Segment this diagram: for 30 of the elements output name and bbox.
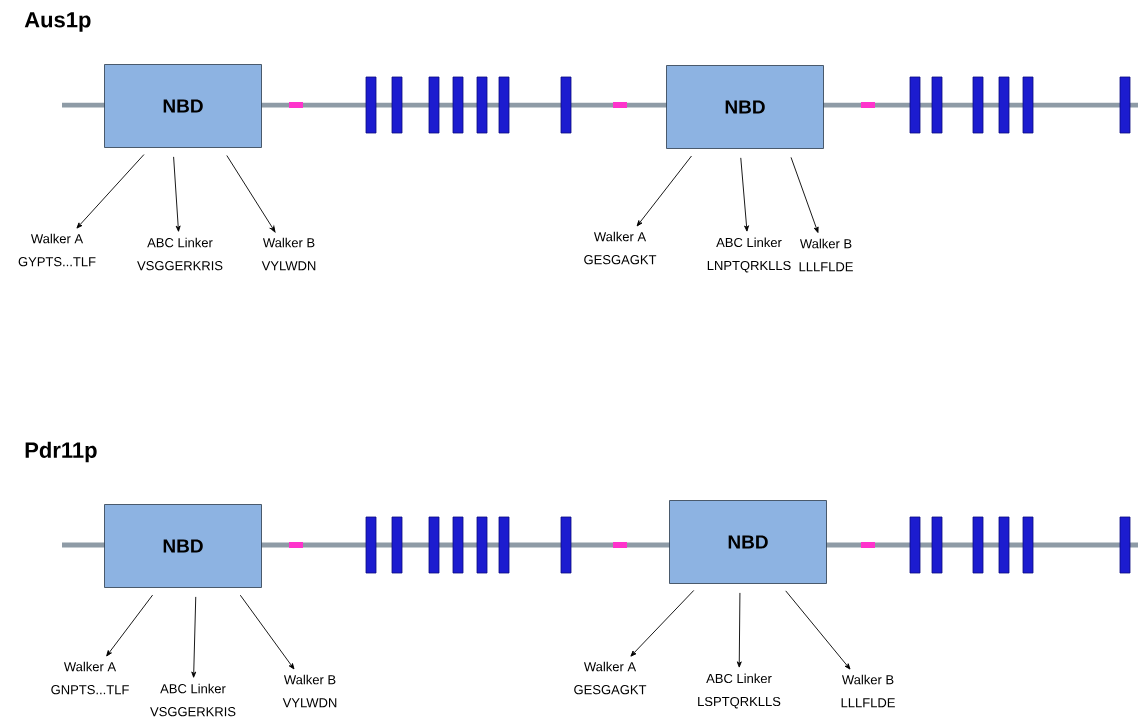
motif-label: ABC Linker VSGGERKRIS [150,683,236,717]
motif-label: Walker B VYLWDN [282,674,337,708]
arrow [173,156,181,232]
arrow [630,589,695,657]
motif-label: Walker B LLLFLDE [799,238,853,272]
motif-label: Walker A GYPTS...TLF [18,233,96,267]
domain-box: NBD [104,504,262,588]
motif-label: ABC Linker LSPTQRKLLS [698,673,781,709]
motif-label: Walker A GESGAGKT [574,661,647,695]
arrow [226,155,276,233]
panel-title: Pdr11p [25,441,97,463]
domain-box: NBD [666,65,824,149]
motif-label: Walker A GNPTS...TLF [51,661,129,695]
motif-label: ABC Linker LNPTQRKLLS [707,237,791,273]
motif-label: Walker B LLLFLDE [841,674,895,708]
arrow [76,154,145,229]
panel-title: Aus1p [24,12,91,32]
motif-label: Walker A GESGAGKT [584,231,657,265]
arrow [636,155,692,227]
arrow [191,596,197,678]
domain-box: NBD [104,64,262,148]
domain-box: NBD [669,500,827,584]
arrow [785,590,851,670]
arrow [106,594,154,657]
motif-label: Walker B VYLWDN [261,237,316,271]
arrow [740,157,749,232]
motif-label: ABC Linker VSGGERKRIS [137,237,223,271]
arrow [736,592,742,668]
arrow [239,594,295,670]
arrow [790,156,819,233]
